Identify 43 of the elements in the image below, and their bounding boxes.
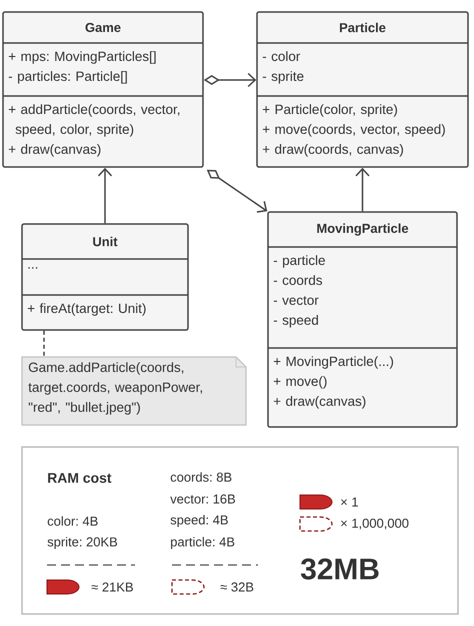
cost-panel [21,446,459,615]
class-box [267,211,458,428]
total-size: 32MB [300,558,379,580]
class-box [256,11,469,168]
panel-title: RAM cost [48,473,112,483]
cost-text: vector: 16B [170,494,235,504]
note-link [43,330,45,357]
method: + draw(coords, canvas) [262,144,403,157]
method: + Particle(color, sprite) [262,104,397,117]
class-name: Unit [93,236,118,246]
cost-text: ≈ 32B [220,582,254,592]
attribute: + mps: MovingParticles[] [8,51,156,64]
attribute: - speed [274,314,318,328]
arrow [98,168,112,224]
method: + move() [274,376,327,389]
class-box [21,223,189,331]
method: + move(coords, vector, speed) [262,124,445,137]
cost-text: speed: 4B [170,514,228,528]
class-name: Particle [340,22,386,32]
class-name: MovingParticle [317,223,408,236]
attribute: - color [262,51,300,62]
method: + MovingParticle(...) [274,356,394,369]
cost-text: × 1 [341,498,358,506]
cost-text: sprite: 20KB [48,536,118,550]
attribute: ... [28,267,38,269]
cost-text: × 1,000,000 [341,518,408,530]
class-box [2,11,204,168]
cost-text: coords: 8B [170,472,232,482]
method: + draw(canvas) [8,144,100,157]
arrow [355,168,370,212]
note: Game.addParticle(coords, target.coords, weaponPower, "red", "bullet.jpeg") [21,356,247,426]
method: + addParticle(coords, vector, speed, color, sprite) [8,104,180,137]
method: + draw(canvas) [274,396,366,409]
cost-text: particle: 4B [171,536,234,550]
attribute: - particle [274,255,325,268]
attribute: - vector [274,296,319,305]
class-name: Game [86,22,121,32]
attribute: - sprite [262,71,304,84]
attribute: - coords [274,275,322,285]
attribute: - particles: Particle[] [8,71,127,84]
cost-text: ≈ 21KB [92,582,133,592]
method: + fireAt(target: Unit) [28,303,146,316]
cost-text: color: 4B [48,516,98,526]
